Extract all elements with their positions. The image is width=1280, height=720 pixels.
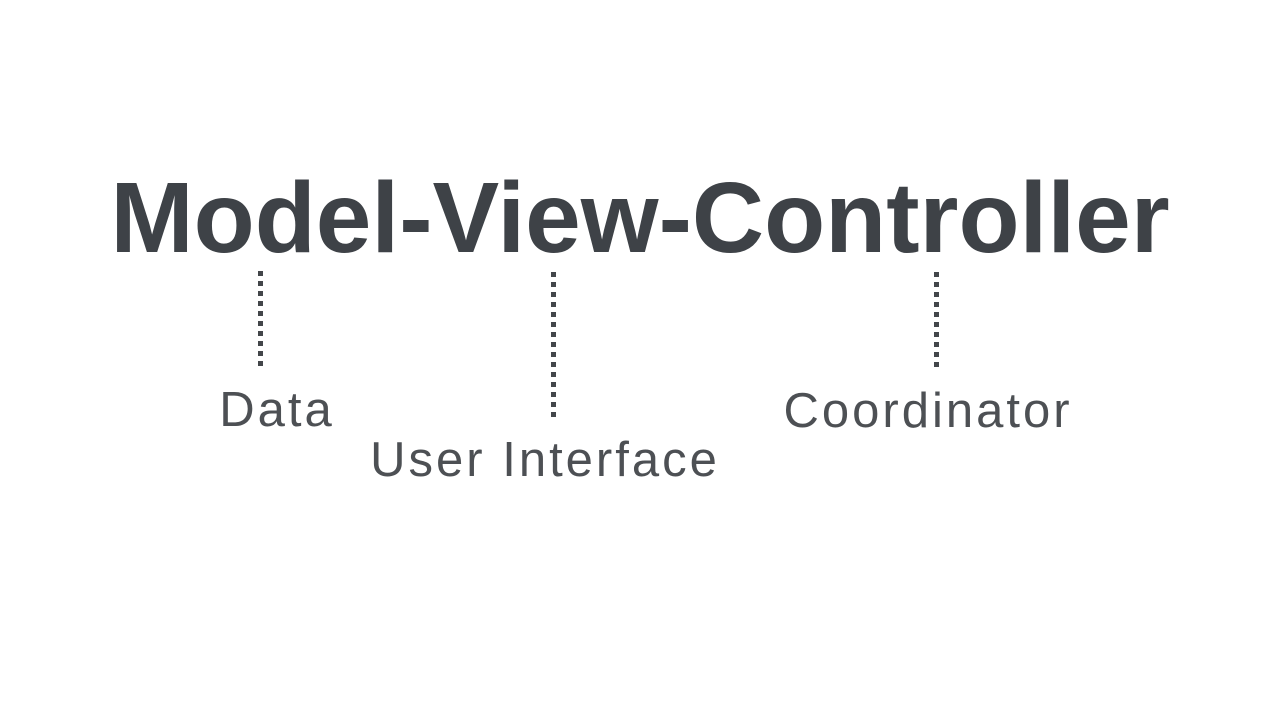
slide-title: Model-View-Controller xyxy=(110,162,1170,274)
dotted-connector-view xyxy=(551,272,556,420)
annotation-label-model: Data xyxy=(219,383,335,437)
annotation-label-view: User Interface xyxy=(370,433,720,487)
annotation-label-controller: Coordinator xyxy=(783,384,1073,438)
dotted-connector-model xyxy=(258,271,263,366)
dotted-connector-controller xyxy=(934,272,939,367)
